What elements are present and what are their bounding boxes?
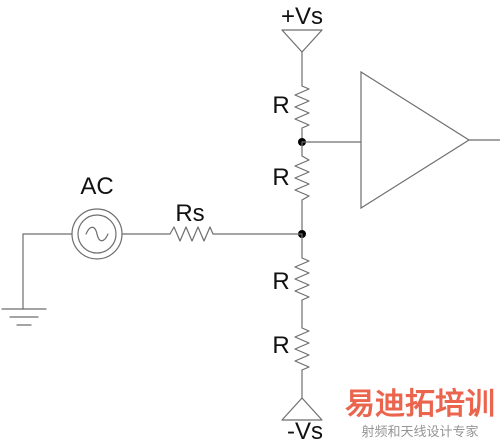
amplifier-triangle bbox=[360, 70, 500, 210]
ac-source bbox=[71, 208, 123, 260]
resistor-r3 bbox=[294, 233, 310, 323]
resistor-r2-label: R bbox=[272, 164, 289, 191]
ac-source-label: AC bbox=[80, 173, 113, 200]
pos-supply-label: +Vs bbox=[281, 3, 323, 30]
watermark-tagline: 射频和天线设计专家 bbox=[361, 424, 478, 440]
resistor-rs bbox=[121, 226, 303, 242]
resistor-r1-label: R bbox=[272, 92, 289, 119]
neg-supply-terminal bbox=[281, 394, 323, 421]
resistor-r4 bbox=[294, 321, 310, 396]
resistor-r3-label: R bbox=[272, 268, 289, 295]
neg-supply-label: -Vs bbox=[287, 418, 323, 442]
resistor-r4-label: R bbox=[272, 332, 289, 359]
resistor-rs-label: Rs bbox=[175, 200, 204, 227]
ground-icon bbox=[1, 308, 47, 326]
resistor-r1 bbox=[294, 77, 310, 143]
resistor-r2 bbox=[294, 141, 310, 235]
watermark-logo-text: 易迪拓培训 bbox=[345, 387, 495, 422]
pos-supply-terminal bbox=[281, 29, 323, 79]
wire-to-ground bbox=[22, 233, 73, 310]
